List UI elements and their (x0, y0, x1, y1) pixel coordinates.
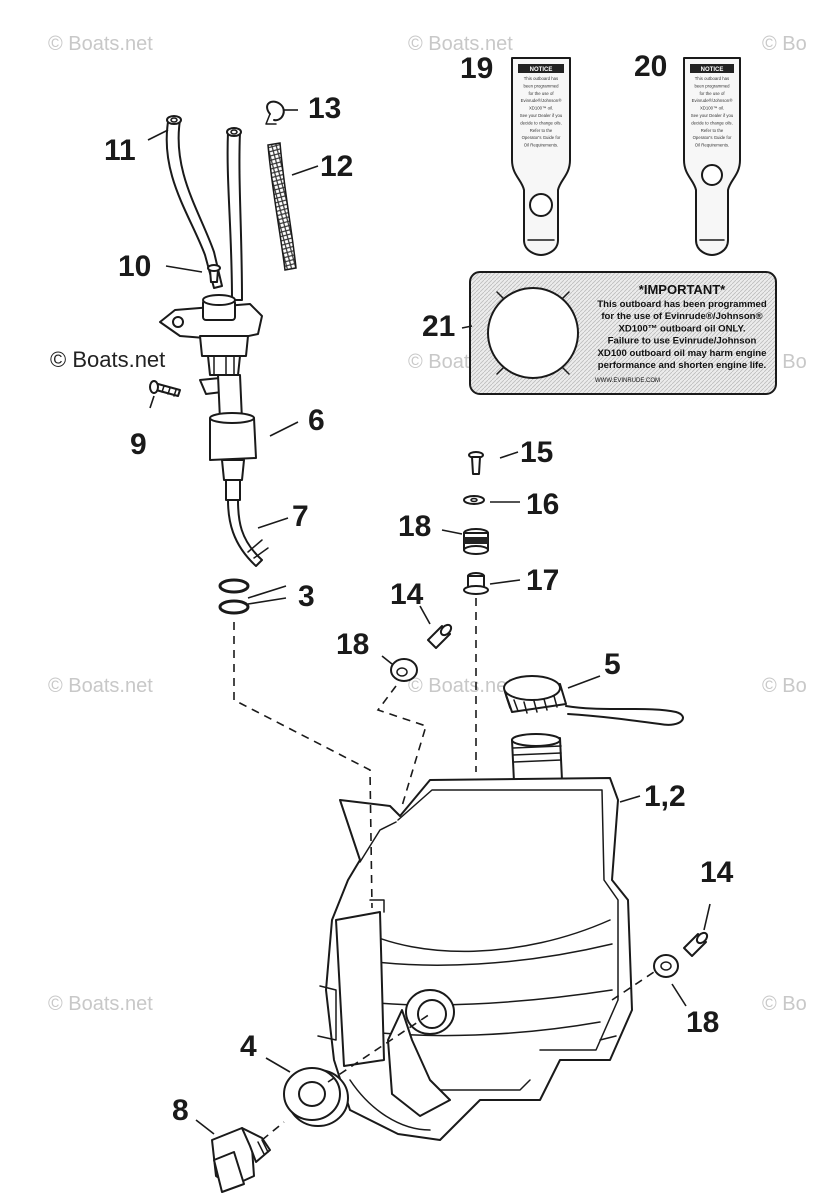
part-7-pickup-tube (227, 499, 269, 567)
assembly-lines (233, 598, 655, 1141)
decal-line: This outboard has been programmed (597, 299, 767, 310)
notice-line: for the use of (528, 91, 554, 96)
part-16-washer (463, 495, 485, 505)
decal-line: Failure to use Evinrude/Johnson (608, 336, 757, 347)
notice-line: Operator's Guide for (693, 135, 732, 140)
notice-line: been programmed (694, 83, 730, 88)
notice-line: Refer to the (701, 128, 724, 133)
callout-19: 19 (460, 52, 493, 85)
callout-18b: 18 (398, 510, 431, 543)
decal-line: XD100™ outboard oil ONLY. (618, 323, 745, 334)
callout-17: 17 (526, 564, 559, 597)
callout-15: 15 (520, 436, 553, 469)
callout-5: 5 (604, 648, 621, 681)
callout-3: 3 (298, 580, 315, 613)
part-18-grommet-upper (390, 658, 418, 682)
part-13-clamp (265, 100, 285, 125)
part-1-2-oil-tank (317, 733, 633, 1141)
notice-line: This outboard has (695, 76, 729, 81)
part-11-hoses (165, 115, 243, 301)
watermark: © Boats.net (48, 33, 153, 55)
callout-7: 7 (292, 500, 309, 533)
part-21-important-decal: *IMPORTANT* This outboard has been progr… (469, 271, 777, 395)
callout-14b: 14 (700, 856, 734, 889)
callout-13: 13 (308, 92, 341, 125)
callout-18c: 18 (686, 1006, 719, 1039)
callout-4: 4 (240, 1030, 257, 1063)
notice-title: NOTICE (530, 67, 553, 73)
notice-line: This outboard has (524, 76, 558, 81)
notice-line: Oil Requirements. (524, 143, 558, 148)
callout-21: 21 (422, 310, 455, 343)
part-14-fitting-right (683, 931, 709, 957)
part-14-fitting (427, 623, 453, 649)
notice-line: Evinrude®/Johnson® (521, 98, 563, 103)
watermark: © Boats.net (48, 675, 153, 697)
part-12-mesh-sleeve (267, 142, 297, 271)
part-3-o-rings (218, 578, 250, 615)
part-15-screw (468, 451, 484, 475)
decal-line: for the use of Evinrude®/Johnson® (601, 311, 762, 322)
watermark: © Boats.net (48, 993, 153, 1015)
part-18-grommet-right (653, 954, 679, 978)
callout-8: 8 (172, 1094, 189, 1127)
callout-11: 11 (104, 134, 136, 167)
notice-line: been programmed (523, 83, 559, 88)
callout-10: 10 (118, 250, 151, 283)
callout-9: 9 (130, 428, 147, 461)
watermark-partial: © Bo (762, 33, 807, 55)
decal-line: XD100 outboard oil may harm engine (598, 348, 767, 359)
part-4-grommet (283, 1067, 349, 1127)
part-19-notice-tag: NOTICE This outboard has been programmed f… (511, 57, 571, 256)
decal-title: *IMPORTANT* (639, 282, 726, 297)
notice-line: XD100™ oil. (700, 106, 724, 111)
notice-line: See your Dealer if you (520, 113, 563, 118)
part-18-grommet (463, 528, 489, 555)
watermark: © Boats.net (408, 675, 513, 697)
watermark: © Boats.net (408, 33, 513, 55)
notice-title: NOTICE (701, 67, 724, 73)
callout-12: 12 (320, 150, 353, 183)
decal-line: performance and shorten engine life. (598, 360, 766, 371)
callout-labels: 11 13 12 10 6 9 7 3 14 18 5 1,2 15 16 18… (104, 50, 734, 1127)
notice-line: decide to change oils. (520, 120, 562, 125)
notice-line: See your Dealer if you (691, 113, 734, 118)
decal-website: WWW.EVINRUDE.COM (595, 378, 660, 384)
callout-14a: 14 (390, 578, 424, 611)
part-6-pickup-assembly (159, 294, 263, 501)
part-20-notice-tag: NOTICE This outboard has been programmed f… (683, 57, 741, 256)
part-5-filler-cap (503, 675, 684, 726)
callout-20: 20 (634, 50, 667, 83)
callout-18a: 18 (336, 628, 369, 661)
callout-6: 6 (308, 404, 325, 437)
notice-line: XD100™ oil. (529, 106, 553, 111)
notice-line: decide to change oils. (691, 120, 733, 125)
notice-line: Evinrude®/Johnson® (692, 98, 734, 103)
callout-16: 16 (526, 488, 559, 521)
notice-line: Operator's Guide for (522, 135, 561, 140)
callout-1-2: 1,2 (644, 780, 686, 813)
watermark-dark: © Boats.net (50, 347, 165, 372)
part-8-elbow-fitting (211, 1127, 271, 1193)
part-10-screw (207, 264, 221, 283)
watermark-partial: © Bo (762, 993, 807, 1015)
part-9-screw (149, 380, 181, 397)
part-17-bushing (463, 572, 489, 595)
notice-line: for the use of (699, 91, 725, 96)
notice-line: Refer to the (530, 128, 553, 133)
notice-line: Oil Requirements. (695, 143, 729, 148)
watermark-partial: © Bo (762, 675, 807, 697)
leader-lines (147, 109, 711, 1135)
